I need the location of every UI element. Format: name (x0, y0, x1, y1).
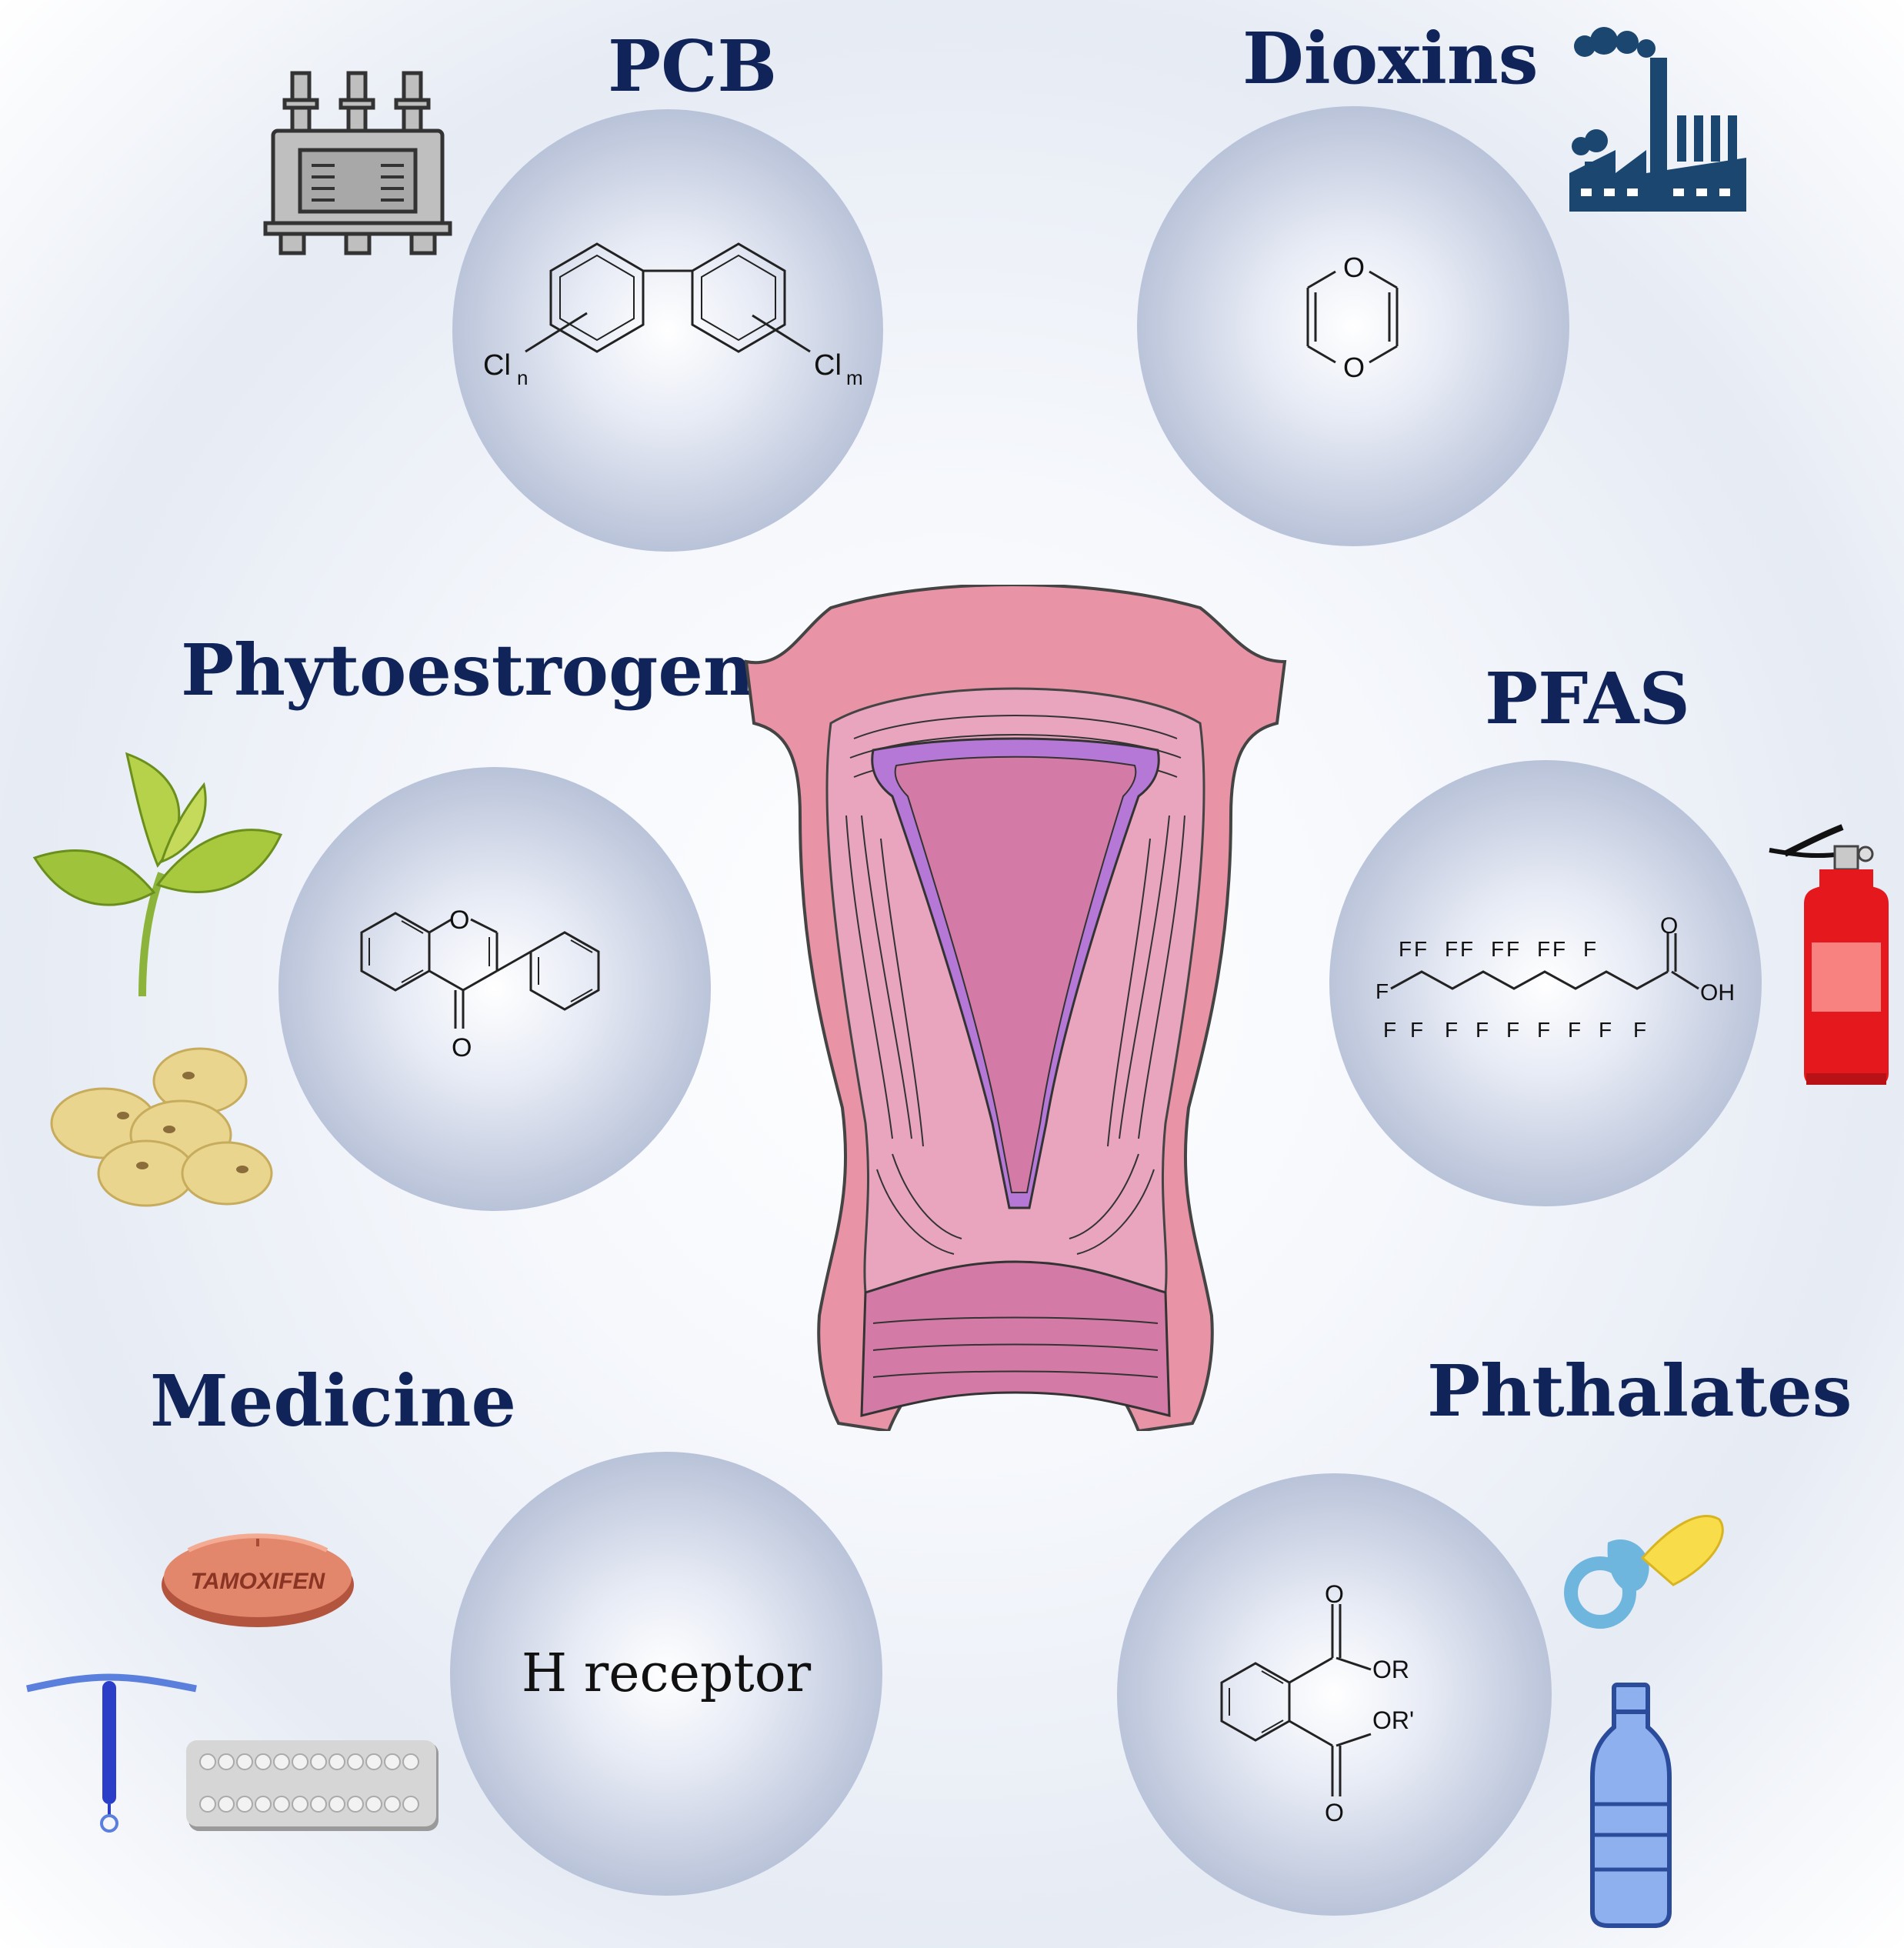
phyto-o-ring: O (449, 906, 469, 935)
blister-pill (218, 1796, 235, 1813)
uterine-cavity (894, 756, 1137, 1193)
blister-pill (402, 1753, 419, 1770)
blister-pill (236, 1796, 253, 1813)
pfas-f-atom: F (1383, 1018, 1396, 1042)
pfas-f-atom: F (1633, 1018, 1646, 1042)
blister-pill (292, 1753, 308, 1770)
phyto-o-keto: O (452, 1033, 472, 1062)
phthalate-structure: O OR OR' O (1220, 1580, 1414, 1826)
isoflavone-structure: O O (360, 906, 600, 1062)
sphere-phthalates: O OR OR' O (1117, 1473, 1552, 1916)
blister-pill (310, 1753, 327, 1770)
pfas-o: O (1660, 913, 1678, 939)
pfas-f-atom: F (1491, 937, 1504, 961)
pfas-oh: OH (1700, 980, 1735, 1006)
sphere-dioxins: O O (1137, 106, 1569, 546)
soybeans-icon (50, 1047, 273, 1207)
sphere-pcb: Cl n Cl m (452, 109, 883, 552)
dioxin-o-top: O (1343, 252, 1365, 283)
pfas-f-atom: F (1583, 937, 1596, 961)
pfas-f-atom: F (1410, 1018, 1423, 1042)
pfas-f-atom: F (1476, 1018, 1489, 1042)
blister-pill (236, 1753, 253, 1770)
label-phytoestrogen: Phytoestrogen (181, 629, 755, 712)
sphere-phytoestrogen: O O (278, 767, 711, 1211)
plant-sprout-icon (32, 752, 283, 997)
blister-pill (218, 1753, 235, 1770)
pfas-f-atom: F (1445, 937, 1458, 961)
sphere-medicine: H receptor (450, 1452, 882, 1896)
pfas-f-atom: F (1375, 979, 1389, 1003)
pcb-structure: Cl n Cl m (483, 242, 863, 389)
pfas-f-atom: F (1399, 937, 1412, 961)
phthalate-or-prime: OR' (1372, 1706, 1414, 1734)
blister-pill (365, 1796, 382, 1813)
pfas-f-atom: F (1460, 937, 1473, 961)
pcb-cl-m: Cl (814, 349, 842, 382)
iud-icon (26, 1673, 197, 1833)
pfas-f-atom: F (1552, 937, 1566, 961)
pfas-f-atom: F (1506, 1018, 1519, 1042)
pfas-f-atom: F (1445, 1018, 1458, 1042)
pcb-cl-n: Cl (483, 349, 511, 382)
cervical-canal (860, 1260, 1171, 1417)
blister-pill (365, 1753, 382, 1770)
blister-pill (255, 1796, 272, 1813)
blister-pill (347, 1753, 364, 1770)
pacifier-icon (1564, 1515, 1724, 1629)
plastic-bottle-icon (1590, 1683, 1672, 1928)
label-dioxins: Dioxins (1242, 17, 1539, 100)
blister-pill (328, 1753, 345, 1770)
factory-icon (1569, 27, 1746, 212)
label-pcb: PCB (608, 25, 778, 108)
blister-pill (199, 1796, 216, 1813)
pfas-f-atom: F (1506, 937, 1519, 961)
pill-imprint: TAMOXIFEN (191, 1569, 326, 1594)
fire-extinguisher-icon (1769, 824, 1889, 1085)
label-phthalates: Phthalates (1427, 1349, 1852, 1433)
blister-pill (384, 1753, 401, 1770)
cervical-folds (872, 1316, 1159, 1378)
dioxin-structure: O O (1306, 252, 1399, 383)
blister-pill (384, 1796, 401, 1813)
blister-pill (199, 1753, 216, 1770)
phthalate-or: OR (1372, 1656, 1409, 1683)
phthalate-o-top: O (1325, 1580, 1344, 1608)
transformer-icon (263, 71, 452, 255)
h-receptor-text: H receptor (521, 1643, 812, 1704)
uterus-illustration (744, 585, 1287, 1431)
contraceptive-blister-pack-icon (186, 1740, 438, 1831)
blister-pill (328, 1796, 345, 1813)
pfas-f-atom: F (1537, 937, 1550, 961)
pfas-f-atom: F (1599, 1018, 1612, 1042)
blister-pill (347, 1796, 364, 1813)
pfas-f-atom: F (1537, 1018, 1550, 1042)
pfas-f-atom: F (1414, 937, 1427, 961)
blister-pill (402, 1796, 419, 1813)
label-pfas: PFAS (1485, 657, 1690, 740)
phthalate-o-bottom: O (1325, 1799, 1344, 1826)
blister-pill (310, 1796, 327, 1813)
blister-pill (255, 1753, 272, 1770)
pcb-cl-n-sub: n (517, 366, 528, 389)
blister-pill (273, 1753, 290, 1770)
pcb-cl-m-sub: m (846, 366, 863, 389)
label-medicine: Medicine (150, 1359, 517, 1443)
tamoxifen-pill-icon: TAMOXIFEN (162, 1533, 354, 1627)
pfas-f-atom: F (1568, 1018, 1581, 1042)
dioxin-o-bottom: O (1343, 352, 1365, 383)
blister-pill (273, 1796, 290, 1813)
blister-pill (292, 1796, 308, 1813)
